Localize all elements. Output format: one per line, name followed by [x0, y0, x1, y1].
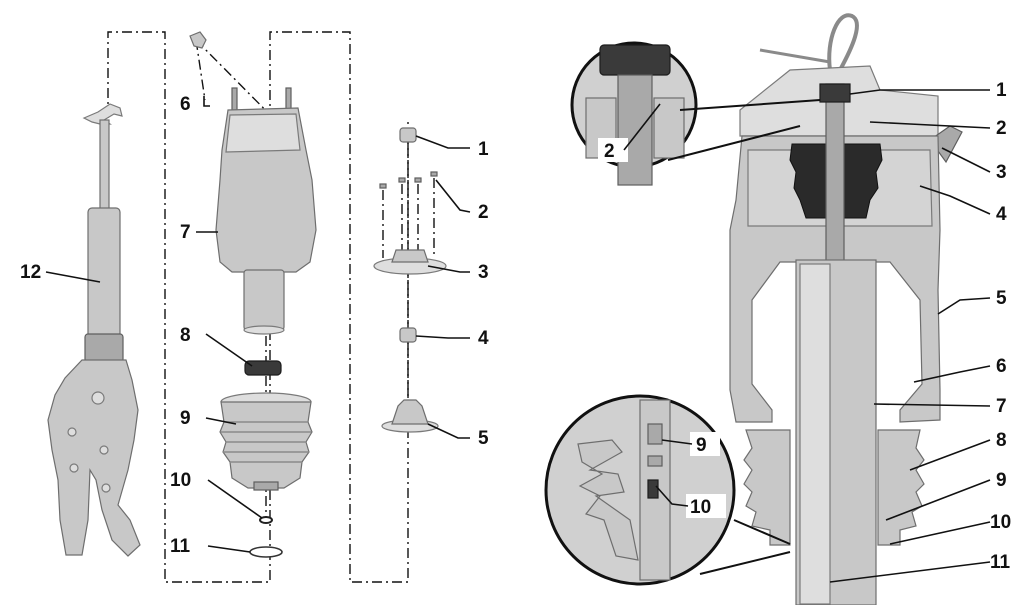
right-callout-1: 1	[996, 80, 1007, 101]
detail-top-callout-2: 2	[604, 141, 615, 162]
callout-6: 6	[180, 94, 191, 115]
callout-5: 5	[478, 428, 489, 449]
right-callout-11: 11	[990, 552, 1011, 573]
callout-9: 9	[180, 408, 191, 429]
o-ring	[249, 546, 283, 558]
protective-bellows	[219, 392, 313, 491]
threaded-ring	[244, 360, 282, 376]
nut-part-1	[399, 127, 417, 143]
callout-12: 12	[20, 262, 41, 283]
callout-8: 8	[180, 325, 191, 346]
detail-bottom-callout-10: 10	[690, 497, 711, 518]
right-callout-6: 6	[996, 356, 1007, 377]
right-callout-3: 3	[996, 162, 1007, 183]
callout-2: 2	[478, 202, 489, 223]
right-leader-lines	[829, 89, 991, 583]
strut-with-fork	[47, 103, 141, 557]
leader-lines	[45, 96, 471, 553]
nut-part-4	[399, 327, 417, 343]
callout-11: 11	[170, 536, 191, 557]
right-callout-9: 9	[996, 470, 1007, 491]
right-callout-8: 8	[996, 430, 1007, 451]
small-retaining-ring	[259, 516, 273, 524]
right-callout-7: 7	[996, 396, 1007, 417]
residual-pressure-valve	[189, 31, 207, 49]
detail-bottom: 9 10	[544, 394, 791, 586]
detail-top: 2	[570, 41, 821, 186]
right-callout-5: 5	[996, 288, 1007, 309]
callout-1: 1	[478, 139, 489, 160]
detail-bottom-callout-9: 9	[696, 435, 707, 456]
callout-7: 7	[180, 222, 191, 243]
cutaway-view: 2 9 10	[544, 13, 1011, 605]
screws-part-2	[379, 171, 438, 189]
bump-stop-part-5	[381, 399, 439, 433]
exploded-view: 6 7 8 9 10 11 12 1 2 3 4 5	[20, 31, 489, 583]
right-callout-2: 2	[996, 118, 1007, 139]
callout-3: 3	[478, 262, 489, 283]
callout-4: 4	[478, 328, 489, 349]
right-callout-10: 10	[990, 512, 1011, 533]
strut-mount-part-3	[373, 249, 447, 275]
right-callout-4: 4	[996, 204, 1007, 225]
air-spring	[215, 87, 317, 335]
callout-10: 10	[170, 470, 191, 491]
